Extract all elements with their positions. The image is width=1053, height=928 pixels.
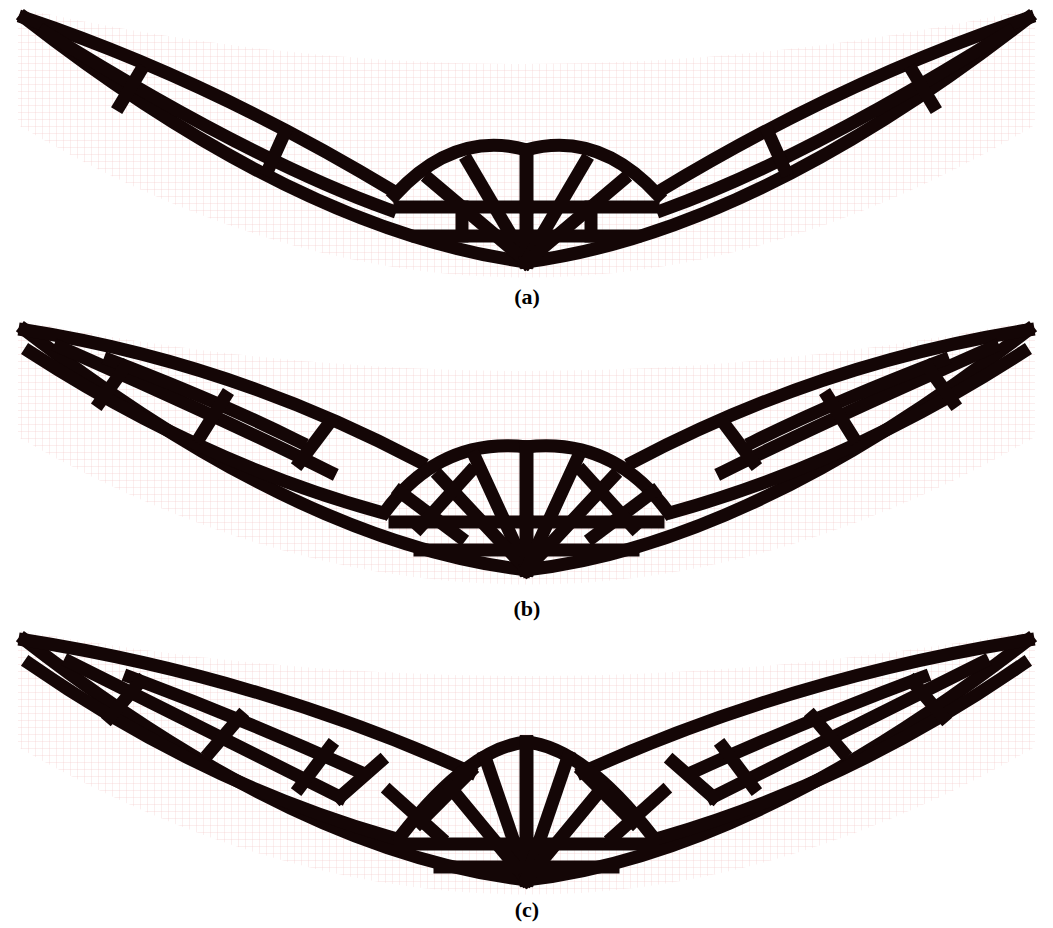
- panel-label: (c): [515, 897, 539, 923]
- panel-a: [18, 8, 1035, 278]
- panel-b: [18, 320, 1035, 585]
- panel-c: [18, 630, 1035, 895]
- panel-label: (b): [514, 596, 541, 622]
- panel-label: (a): [514, 284, 540, 310]
